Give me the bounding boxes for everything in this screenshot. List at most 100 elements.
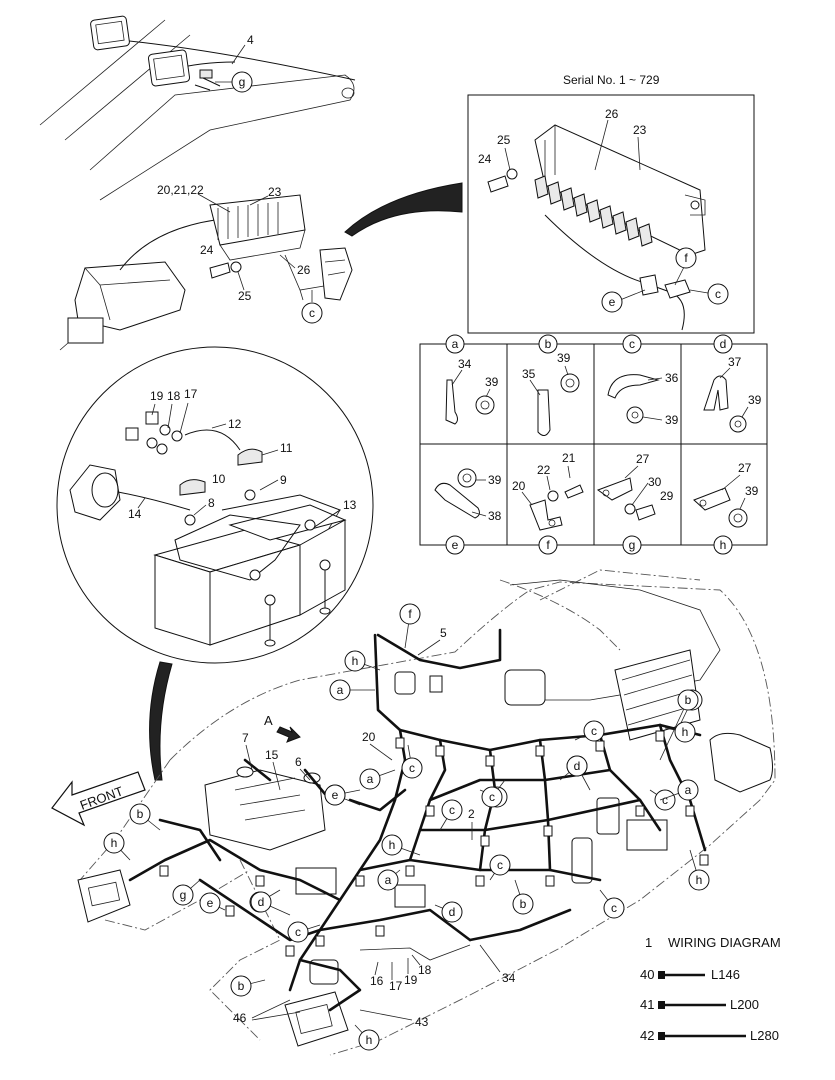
label-18-main: 18 bbox=[418, 963, 432, 977]
label-34-main: 34 bbox=[502, 971, 516, 985]
svg-text:21: 21 bbox=[562, 451, 576, 465]
svg-text:27: 27 bbox=[636, 452, 650, 466]
radiator-block bbox=[614, 649, 701, 741]
callout-e-main bbox=[199, 892, 221, 914]
legend-title: WIRING DIAGRAM bbox=[668, 935, 781, 950]
svg-text:f: f bbox=[546, 538, 550, 552]
svg-text:g: g bbox=[629, 538, 636, 552]
callout-letter: d bbox=[449, 905, 456, 919]
callout-letter: h bbox=[352, 654, 359, 668]
callout-g-boom bbox=[231, 71, 253, 93]
serial-note: Serial No. 1 ~ 729 bbox=[563, 73, 660, 87]
callout-f-main bbox=[399, 603, 421, 625]
callout-d-main bbox=[250, 891, 272, 913]
battery-detail: 14 19 18 17 12 11 10 9 8 13 bbox=[56, 346, 374, 781]
tank-unit bbox=[596, 797, 620, 835]
legend-item-41-length: L200 bbox=[730, 997, 759, 1012]
callout-letter: b bbox=[137, 807, 144, 821]
callout-letter: b bbox=[238, 979, 245, 993]
label-14: 14 bbox=[128, 507, 142, 521]
svg-text:39: 39 bbox=[557, 351, 571, 365]
callout-letter: b bbox=[520, 897, 527, 911]
view-arrow-label: A bbox=[264, 713, 273, 728]
callout-letter: a bbox=[385, 873, 392, 887]
callout-c-main bbox=[287, 921, 309, 943]
svg-text:38: 38 bbox=[488, 509, 502, 523]
horn-unit bbox=[504, 669, 546, 706]
label-8: 8 bbox=[208, 496, 215, 510]
detail-pointer-top bbox=[344, 182, 463, 237]
callout-b-main bbox=[512, 893, 534, 915]
label-17: 17 bbox=[184, 387, 198, 401]
label-46: 46 bbox=[233, 1011, 247, 1025]
main-harness-assembly: A FRONT 5 7 15 6 20 2 16 17 19 18 34 46 … bbox=[51, 569, 776, 1056]
legend-item-40-length: L146 bbox=[711, 967, 740, 982]
label-4: 4 bbox=[247, 33, 254, 47]
svg-text:b: b bbox=[545, 337, 552, 351]
callout-letter: a bbox=[685, 783, 692, 797]
svg-text:30: 30 bbox=[648, 475, 662, 489]
callout-e-main bbox=[324, 784, 346, 806]
boom-work-lamps: 4 g bbox=[39, 15, 356, 201]
label-6: 6 bbox=[295, 755, 302, 769]
callout-g-main bbox=[172, 884, 194, 906]
cable-tie-40 bbox=[658, 971, 705, 979]
label-7: 7 bbox=[242, 731, 249, 745]
label-15: 15 bbox=[265, 748, 279, 762]
switch-unit bbox=[571, 837, 593, 884]
callout-letter: c bbox=[497, 858, 503, 872]
label-10: 10 bbox=[212, 472, 226, 486]
svg-text:c: c bbox=[309, 306, 315, 320]
label-17-main: 17 bbox=[389, 979, 403, 993]
detail-cell-e: e 39 38 bbox=[434, 468, 502, 555]
callout-letter: h bbox=[682, 725, 689, 739]
label-26-fusebox: 26 bbox=[297, 263, 311, 277]
svg-text:a: a bbox=[452, 337, 459, 351]
svg-text:39: 39 bbox=[665, 413, 679, 427]
legend: 1 WIRING DIAGRAM 40 L146 41 L200 42 L280 bbox=[640, 935, 781, 1043]
callout-letter: c bbox=[295, 925, 301, 939]
front-lamp-left bbox=[77, 869, 131, 923]
label-43: 43 bbox=[415, 1015, 429, 1029]
label-20-21-22: 20,21,22 bbox=[157, 183, 204, 197]
svg-text:e: e bbox=[452, 538, 459, 552]
front-lamp-bottom bbox=[284, 991, 349, 1047]
svg-text:39: 39 bbox=[488, 473, 502, 487]
controller-mid bbox=[394, 884, 426, 908]
label-2: 2 bbox=[468, 807, 475, 821]
label-19-main: 19 bbox=[404, 973, 418, 987]
callout-d-main bbox=[441, 901, 463, 923]
callout-b-main bbox=[677, 689, 699, 711]
work-lamp-left bbox=[90, 15, 130, 51]
legend-item-42-num: 42 bbox=[640, 1028, 654, 1043]
callout-c-main bbox=[401, 757, 423, 779]
callout-a-main bbox=[329, 679, 351, 701]
relay-box-right bbox=[626, 819, 668, 851]
callout-letter: h bbox=[366, 1033, 373, 1047]
callout-letter: h bbox=[111, 836, 118, 850]
fuse-block bbox=[209, 194, 306, 246]
detail-cell-d: d 37 39 bbox=[703, 334, 762, 433]
svg-text:e: e bbox=[609, 295, 616, 309]
label-26-inset: 26 bbox=[605, 107, 619, 121]
relay-block bbox=[67, 317, 104, 344]
callout-letter: a bbox=[367, 772, 374, 786]
detail-cell-b: b 35 39 bbox=[522, 334, 580, 436]
callout-c-main bbox=[481, 786, 503, 808]
svg-text:39: 39 bbox=[745, 484, 759, 498]
legend-item-40-num: 40 bbox=[640, 967, 654, 982]
callout-letter: c bbox=[449, 803, 455, 817]
callout-letter: d bbox=[574, 759, 581, 773]
terminal-cover-10 bbox=[179, 479, 206, 496]
callout-letter: c bbox=[611, 901, 617, 915]
label-20-main: 20 bbox=[362, 730, 376, 744]
label-24-fusebox: 24 bbox=[200, 243, 214, 257]
callout-letter: f bbox=[408, 607, 412, 621]
svg-text:d: d bbox=[720, 337, 727, 351]
callout-h-main bbox=[381, 834, 403, 856]
svg-text:34: 34 bbox=[458, 357, 472, 371]
label-24-inset: 24 bbox=[478, 152, 492, 166]
clamp-detail-table: a 34 39 b 35 39 c 36 39 bbox=[419, 334, 768, 555]
svg-text:c: c bbox=[629, 337, 635, 351]
svg-text:29: 29 bbox=[660, 489, 674, 503]
